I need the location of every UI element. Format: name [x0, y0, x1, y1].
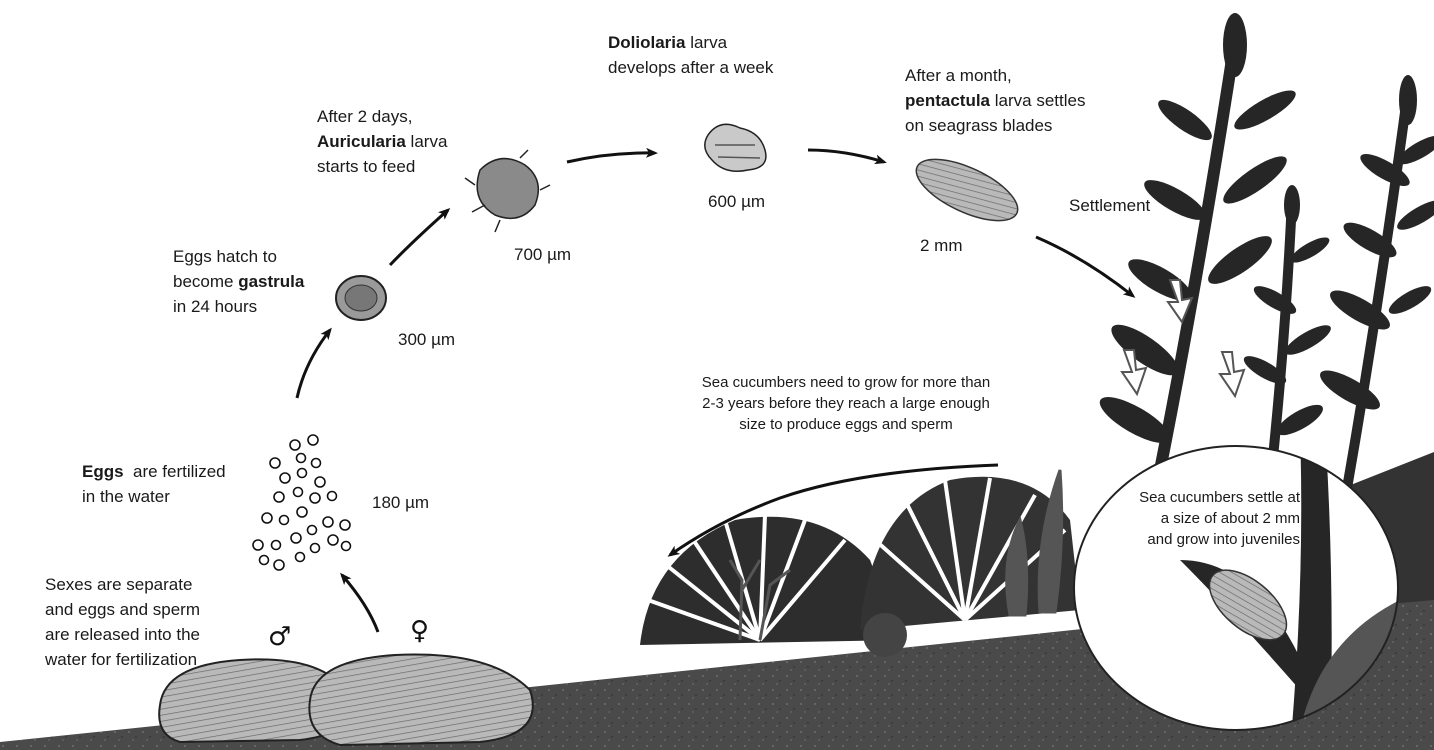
gastrula-term: gastrula: [238, 272, 304, 291]
adult-sea-cucumbers: [159, 654, 533, 745]
gastrula-larva: [336, 276, 386, 320]
doliolaria-label: Doliolaria larva develops after a week: [608, 30, 773, 80]
doliolaria-line-1: larva: [690, 33, 727, 52]
doliolaria-line-2: develops after a week: [608, 55, 773, 80]
gastrula-label: Eggs hatch to become gastrula in 24 hour…: [173, 244, 304, 319]
gastrula-line-1: Eggs hatch to: [173, 244, 304, 269]
male-symbol-icon: ♂: [268, 622, 291, 652]
release-line-3: are released into the: [45, 622, 200, 647]
gastrula-line-3: in 24 hours: [173, 294, 304, 319]
juvenile-label: Sea cucumbers settle at a size of about …: [1100, 487, 1300, 550]
release-line-1: Sexes are separate: [45, 572, 200, 597]
gastrula-size: 300 µm: [398, 327, 455, 352]
pentactula-line-2: larva settles: [995, 91, 1086, 110]
doliolaria-larva: [705, 124, 766, 171]
eggs-line-1: are fertilized: [133, 462, 226, 481]
growth-line-1: Sea cucumbers need to grow for more than: [676, 372, 1016, 393]
seagrass: [1094, 13, 1434, 520]
release-line-4: water for fertilization: [45, 647, 200, 672]
eggs-label: Eggs are fertilized in the water: [82, 459, 226, 509]
auricularia-term: Auricularia: [317, 132, 406, 151]
pentactula-label: After a month, pentactula larva settles …: [905, 63, 1085, 138]
female-symbol-icon: ♀: [410, 616, 429, 646]
juvenile-line-3: and grow into juveniles: [1100, 529, 1300, 550]
pentactula-line-3: on seagrass blades: [905, 113, 1085, 138]
doliolaria-size: 600 µm: [708, 189, 765, 214]
auricularia-label: After 2 days, Auricularia larva starts t…: [317, 104, 447, 179]
gastrula-line-2: become: [173, 272, 233, 291]
release-label: Sexes are separate and eggs and sperm ar…: [45, 572, 200, 672]
pentactula-larva: [908, 147, 1026, 233]
release-line-2: and eggs and sperm: [45, 597, 200, 622]
juvenile-line-2: a size of about 2 mm: [1100, 508, 1300, 529]
juvenile-line-1: Sea cucumbers settle at: [1100, 487, 1300, 508]
coral-fans: [640, 470, 1080, 657]
pentactula-size: 2 mm: [920, 233, 963, 258]
auricularia-line-2: larva: [411, 132, 448, 151]
growth-line-2: 2-3 years before they reach a large enou…: [676, 393, 1016, 414]
doliolaria-term: Doliolaria: [608, 33, 685, 52]
pentactula-term: pentactula: [905, 91, 990, 110]
eggs-line-2: in the water: [82, 484, 226, 509]
auricularia-size: 700 µm: [514, 242, 571, 267]
pentactula-line-1: After a month,: [905, 63, 1085, 88]
eggs-term: Eggs: [82, 462, 124, 481]
auricularia-line-1: After 2 days,: [317, 104, 447, 129]
growth-label: Sea cucumbers need to grow for more than…: [676, 372, 1016, 435]
eggs-size: 180 µm: [372, 490, 429, 515]
settlement-label: Settlement: [1069, 193, 1150, 218]
growth-line-3: size to produce eggs and sperm: [676, 414, 1016, 435]
egg-cluster: [253, 435, 351, 570]
auricularia-larva: [465, 150, 550, 232]
auricularia-line-3: starts to feed: [317, 154, 447, 179]
